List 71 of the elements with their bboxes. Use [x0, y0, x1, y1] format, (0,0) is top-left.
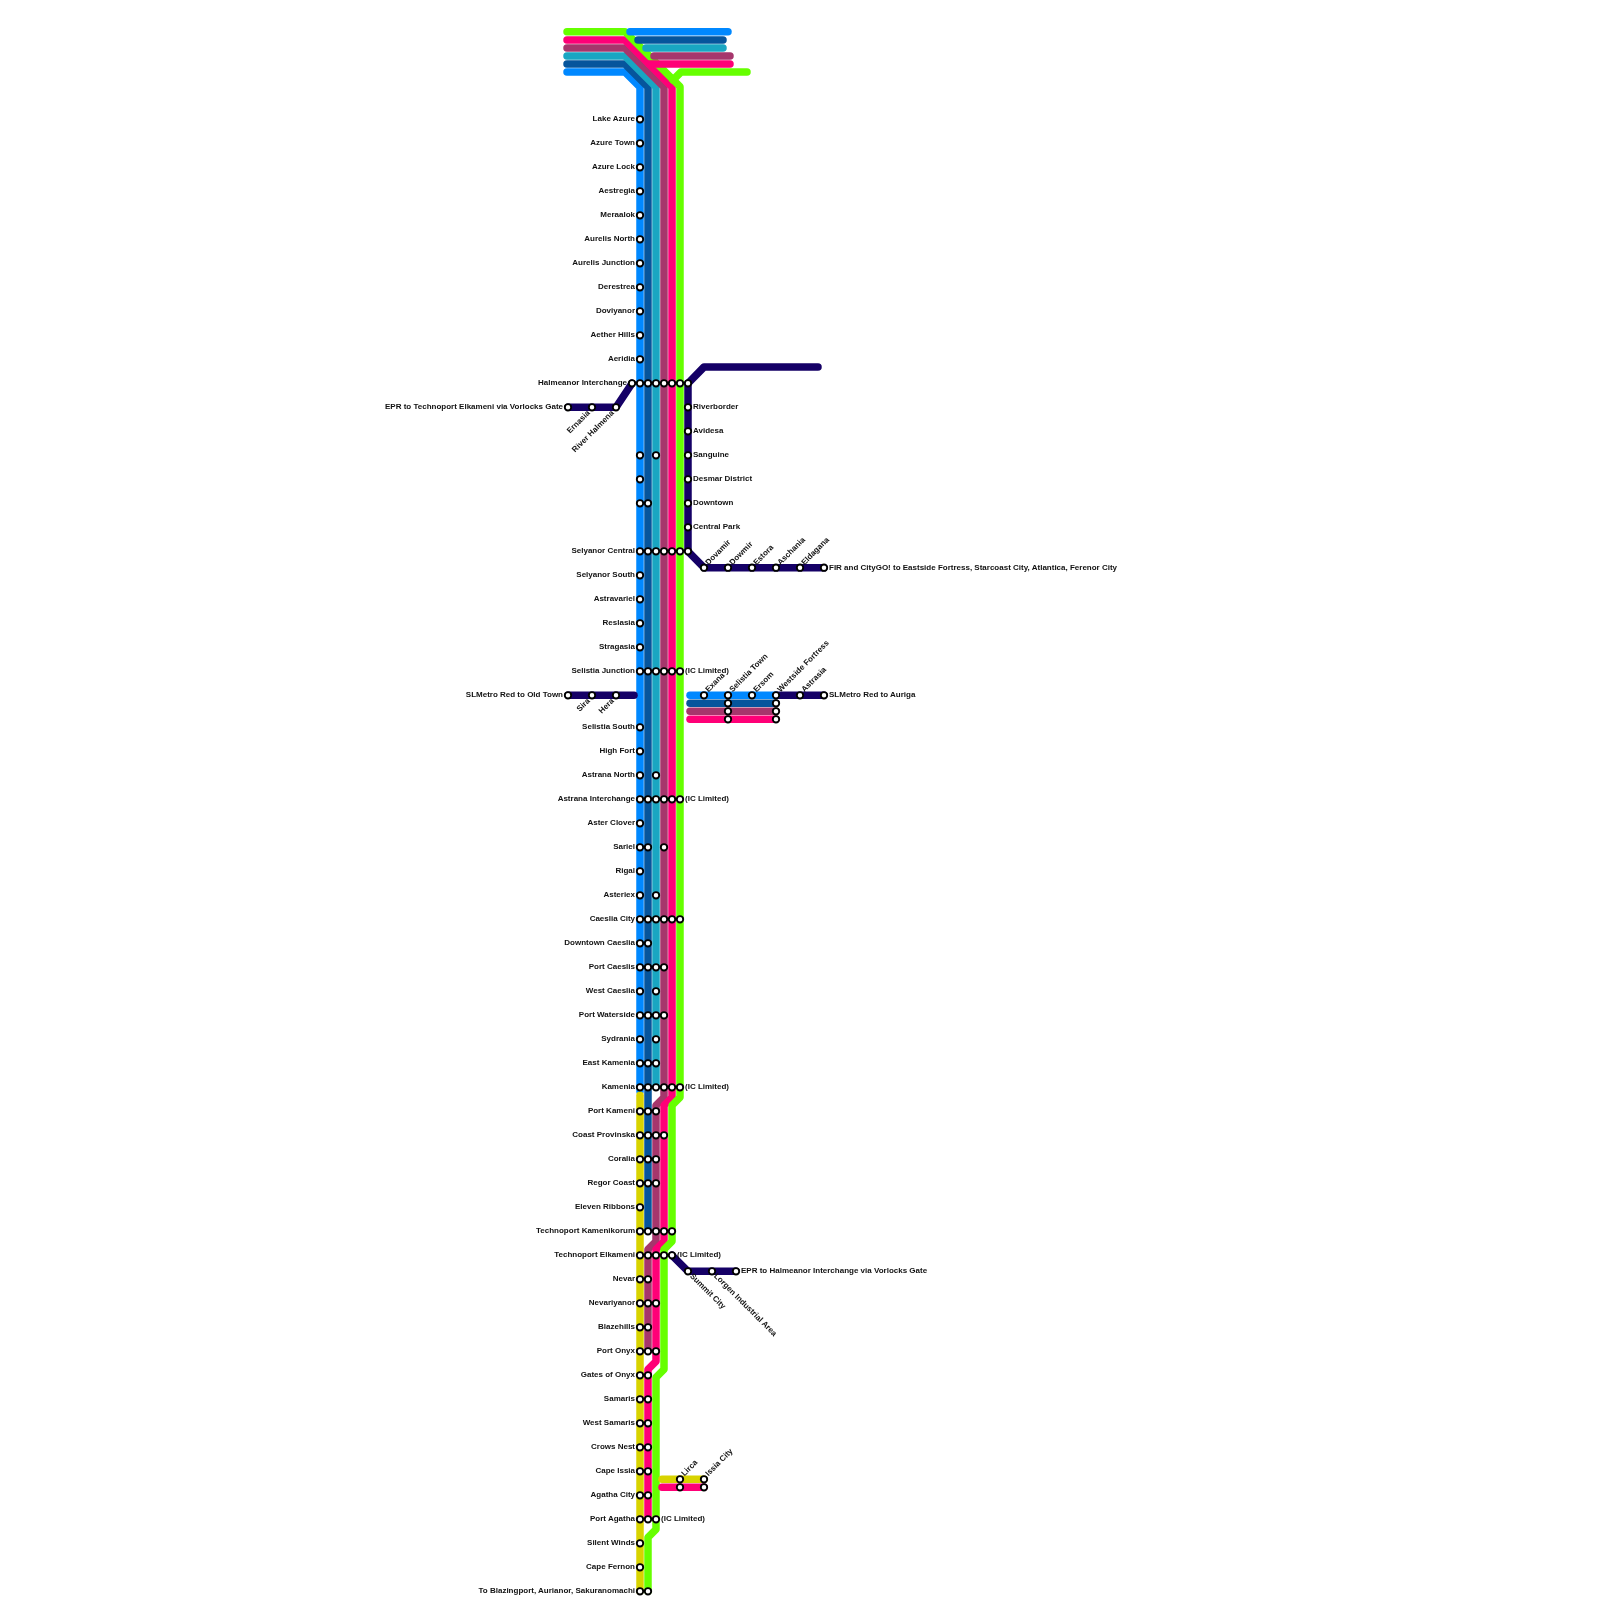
station-label: Selistia Junction	[571, 667, 635, 676]
station-label: Sira	[575, 697, 592, 714]
service-note: (IC Limited)	[677, 1251, 721, 1260]
station-label: Astravariel	[593, 595, 635, 604]
station-label: Cape Fernon	[586, 1563, 635, 1572]
service-note: (IC Limited)	[685, 795, 729, 804]
station-label: Derestrea	[598, 283, 635, 292]
station-label: Sydrania	[601, 1035, 635, 1044]
station-label: High Fort	[599, 747, 635, 756]
station-label: Port Waterside	[578, 1011, 635, 1020]
station-label: Agatha City	[590, 1491, 635, 1500]
station-label: Selyanor South	[576, 571, 635, 580]
destination-label: FIR and CityGO! to Eastside Fortress, Starcoast City, Atlantica, Ferenor City	[829, 563, 1118, 572]
destination-label: EPR to Halmeanor Interchange via Vorlocks Gate	[741, 1267, 928, 1276]
service-note: (IC Limited)	[661, 1515, 705, 1524]
station-label: Technoport Elkameni	[554, 1251, 635, 1260]
station-label: Port Onyx	[596, 1347, 635, 1356]
station-label: Port Kameni	[587, 1107, 635, 1116]
station-label: East Kamenia	[582, 1059, 635, 1068]
station-label: Asteriex	[603, 891, 635, 900]
station-label: Astrana Interchange	[557, 795, 635, 804]
station-label: Eleven Ribbons	[575, 1203, 635, 1212]
service-note: (IC Limited)	[685, 1083, 729, 1092]
destination-label: SLMetro Red to Auriga	[829, 691, 916, 700]
station-label: Aether Hills	[590, 331, 635, 340]
station-label: Aurelis North	[584, 235, 635, 244]
station-label: Rigal	[615, 867, 635, 876]
station-label: Halmeanor Interchange	[538, 379, 627, 388]
destination-label: EPR to Technoport Elkameni via Vorlocks Gate	[385, 403, 563, 412]
station-label: Nevar	[612, 1275, 635, 1284]
station-label: Avidesa	[693, 427, 724, 436]
station-label: Sariel	[613, 843, 635, 852]
station-label: Technoport Kamenikorum	[536, 1227, 635, 1236]
station-label: Port Agatha	[589, 1515, 635, 1524]
station-label: Azure Town	[590, 139, 635, 148]
destination-label: SLMetro Red to Old Town	[465, 691, 563, 700]
station-label: Astrana North	[581, 771, 635, 780]
station-label: Lake Azure	[592, 115, 635, 124]
station-label: Downtown Caeslia	[564, 939, 635, 948]
station-label: Aster Clover	[587, 819, 635, 828]
station-label: Sanguine	[693, 451, 729, 460]
station-label: Aestregia	[598, 187, 635, 196]
station-label: Nevariyanor	[588, 1299, 635, 1308]
station-label: West Caeslia	[585, 987, 635, 996]
station-label: West Samaris	[582, 1419, 635, 1428]
station-label: Gates of Onyx	[580, 1371, 635, 1380]
station-label: Meraalok	[600, 211, 635, 220]
station-label: Doviyanor	[595, 307, 635, 316]
station-label: Downtown	[693, 499, 734, 508]
station-label: Blazehills	[598, 1323, 635, 1332]
station-label: Samaris	[603, 1395, 635, 1404]
station-label: Crows Nest	[591, 1443, 635, 1452]
station-label: Kamenia	[601, 1083, 635, 1092]
station-label: Coast Provinska	[572, 1131, 635, 1140]
station-label: Regor Coast	[587, 1179, 635, 1188]
station-label: Port Caeslis	[588, 963, 635, 972]
station-label: Azure Lock	[591, 163, 635, 172]
destination-label: To Blazingport, Aurianor, Sakuranomachi	[478, 1587, 635, 1596]
station-label: Coralia	[607, 1155, 635, 1164]
station-label: Central Park	[693, 523, 741, 532]
station-label: Stragasia	[598, 643, 635, 652]
station-label: Selyanor Central	[571, 547, 635, 556]
station-label: Silent Winds	[587, 1539, 635, 1548]
station-label: Aeridia	[607, 355, 635, 364]
station-label: Cape Issia	[595, 1467, 635, 1476]
station-label: Selistia South	[582, 723, 635, 732]
station-label: Desmar District	[693, 475, 753, 484]
station-label: Riverborder	[693, 403, 739, 412]
station-label: Reslasia	[602, 619, 635, 628]
station-label: Aurelis Junction	[572, 259, 635, 268]
station-label: Caeslia City	[589, 915, 635, 924]
